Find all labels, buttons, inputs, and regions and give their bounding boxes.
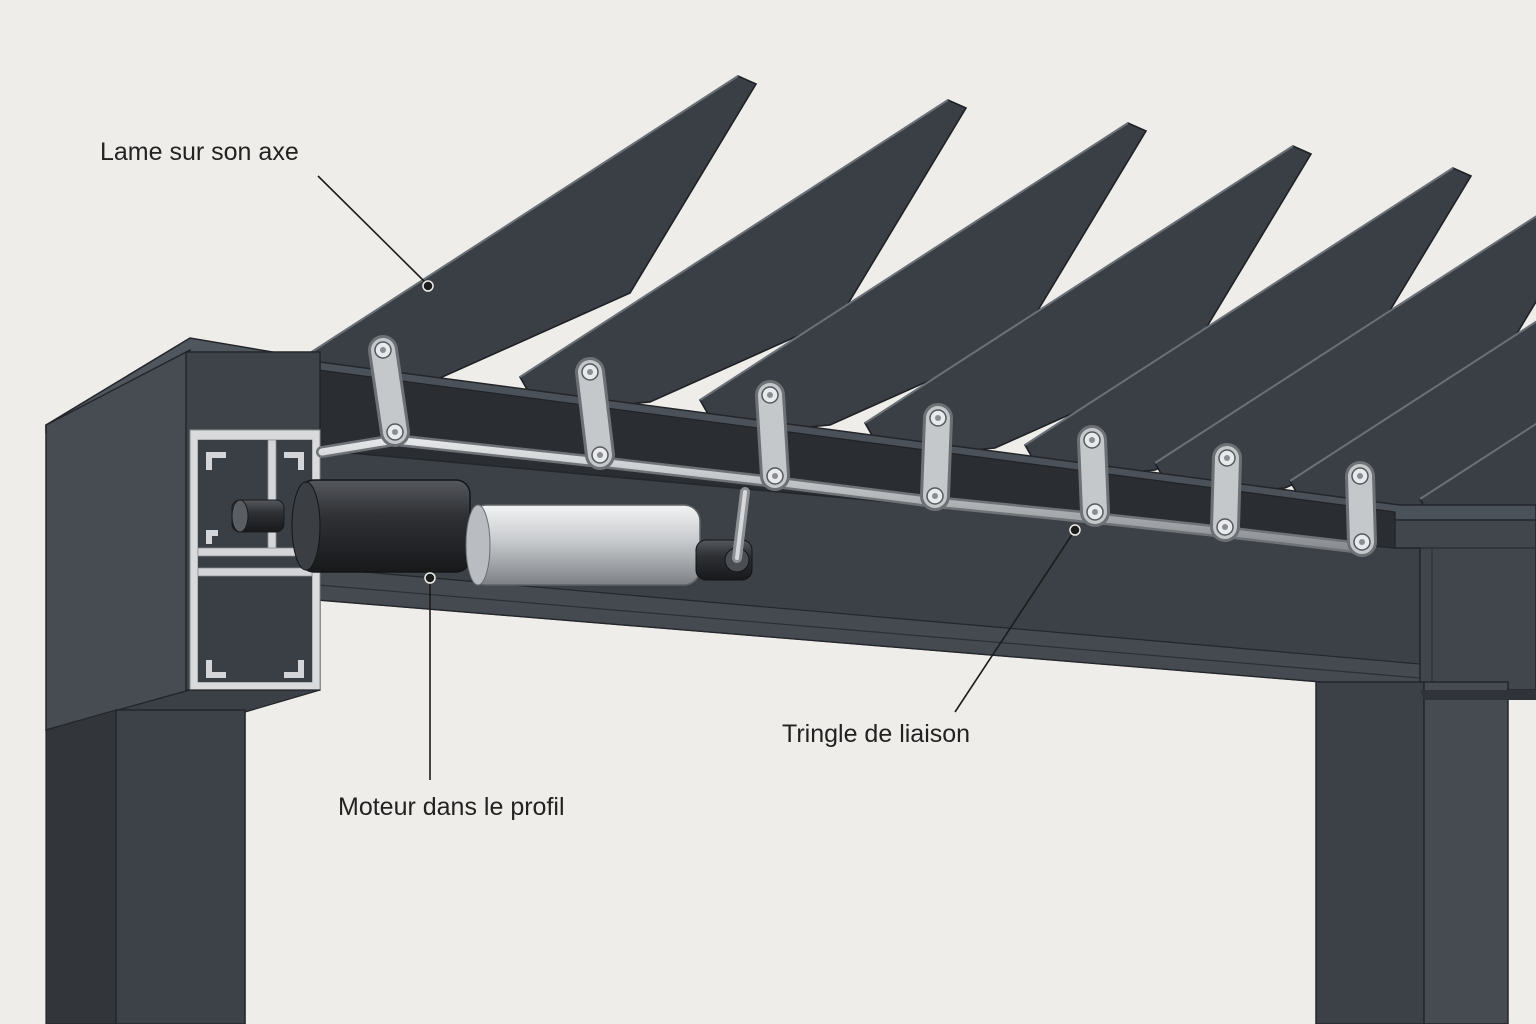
blade-edge bbox=[699, 122, 1129, 401]
blade-leader-line bbox=[317, 175, 429, 286]
left-post-group bbox=[45, 337, 321, 1024]
lever bbox=[1345, 461, 1377, 557]
lever bbox=[1210, 443, 1242, 542]
label-blade: Lame sur son axe bbox=[100, 138, 299, 166]
right-post-side bbox=[1423, 681, 1509, 1024]
blades-group bbox=[308, 75, 1536, 535]
linkage-group bbox=[316, 335, 1377, 557]
motor-leader-dot bbox=[424, 572, 436, 584]
blade-edge bbox=[309, 75, 739, 354]
blade-edge bbox=[1419, 422, 1536, 500]
blade-edge bbox=[1154, 215, 1536, 464]
lever bbox=[575, 357, 615, 470]
lever bbox=[368, 335, 410, 447]
lever bbox=[755, 380, 790, 491]
label-motor: Moteur dans le profil bbox=[338, 793, 565, 821]
lever bbox=[920, 403, 953, 511]
lever bbox=[1077, 425, 1110, 527]
blade-leader-dot bbox=[422, 280, 434, 292]
right-post-group bbox=[1315, 681, 1536, 1024]
blade-edge bbox=[864, 145, 1294, 424]
right-post-front bbox=[1315, 681, 1425, 1024]
blade-edge bbox=[1024, 167, 1454, 446]
motor-actuator-tube bbox=[469, 504, 701, 586]
label-rod: Tringle de liaison bbox=[782, 720, 970, 748]
annotations: Lame sur son axe Moteur dans le profil T… bbox=[100, 138, 1081, 821]
rod-leader-line bbox=[954, 529, 1076, 713]
motor-group bbox=[231, 479, 753, 586]
blade-edge bbox=[519, 99, 949, 378]
rod-leader-dot bbox=[1069, 524, 1081, 536]
left-post bbox=[115, 709, 246, 1024]
motor-body bbox=[299, 479, 471, 573]
blade-edge bbox=[1289, 320, 1536, 482]
corner-box-left-face bbox=[45, 348, 191, 731]
